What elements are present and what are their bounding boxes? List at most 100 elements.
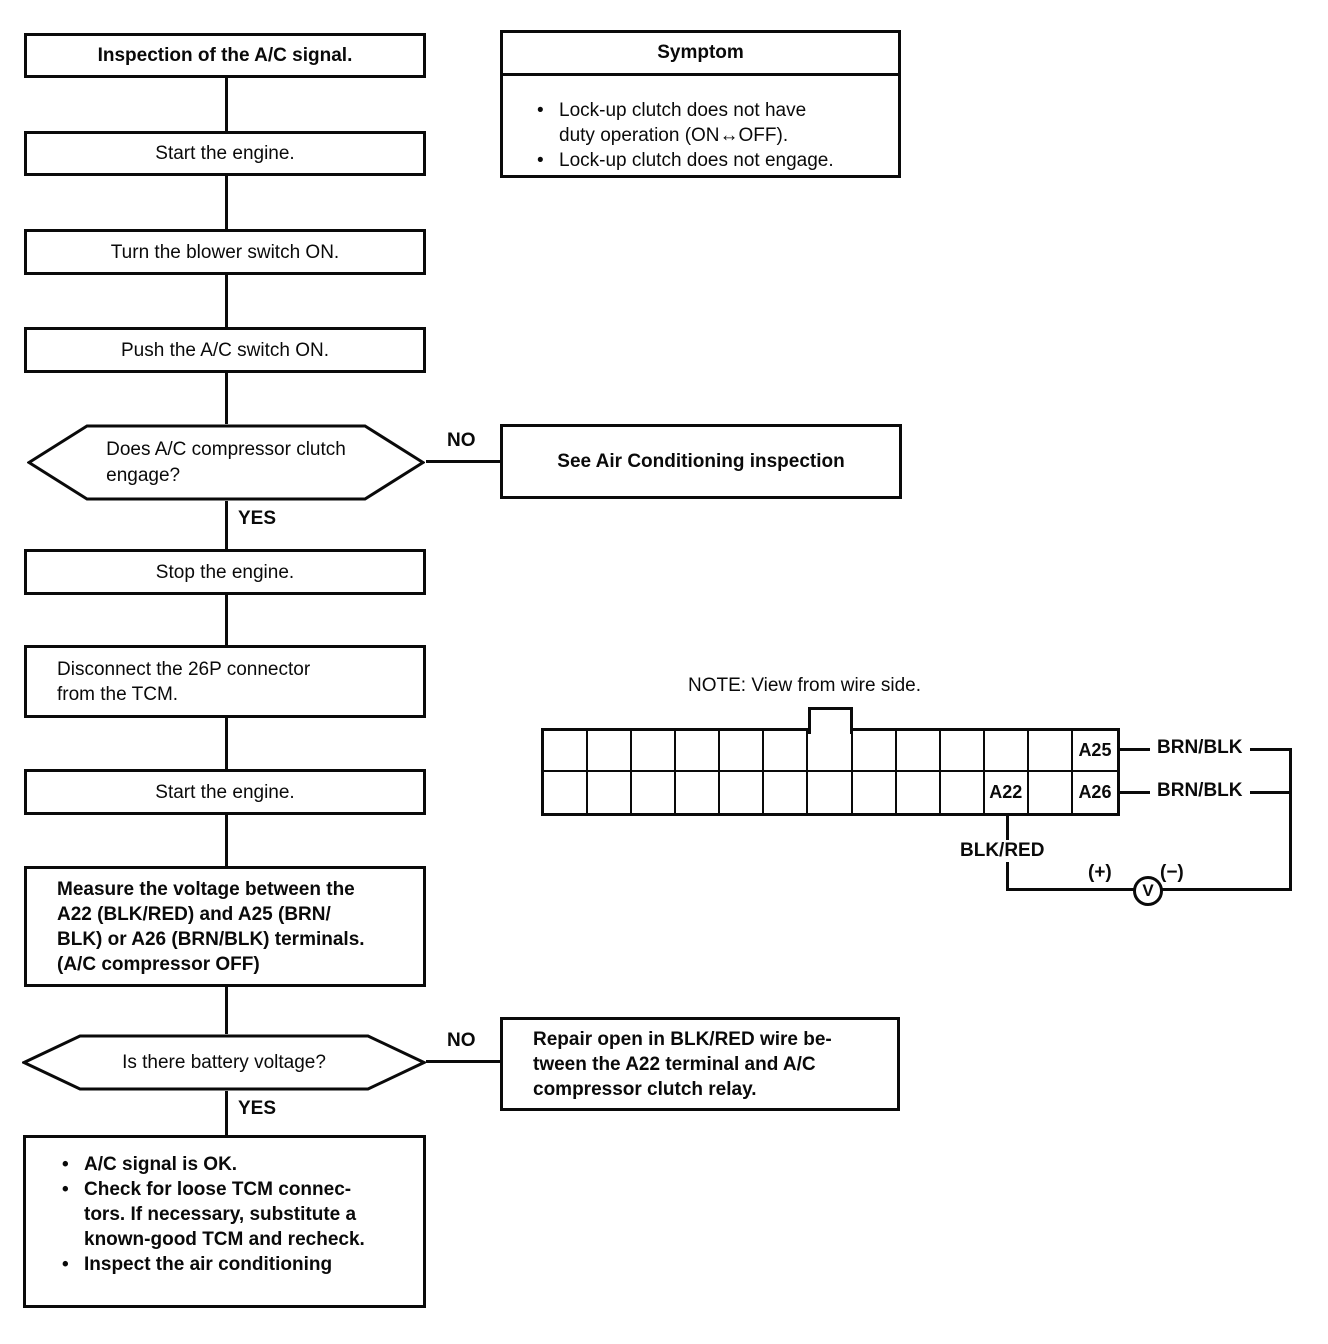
flow-line: [225, 77, 228, 131]
symptom-box: Symptom • Lock-up clutch does not have d…: [500, 30, 901, 178]
wire-label-brn-blk-top: BRN/BLK: [1150, 737, 1250, 759]
pin-cell: [676, 772, 721, 813]
yes-label: YES: [238, 508, 277, 529]
step-text: Turn the blower switch ON.: [110, 241, 340, 263]
pin-cell: [544, 772, 589, 813]
pin-cell: [764, 772, 809, 813]
step-text: Start the engine.: [155, 781, 295, 803]
pin-label-a26: A26: [1078, 782, 1112, 802]
flow-line: [225, 595, 228, 645]
step-start-engine-2: Start the engine.: [24, 769, 426, 815]
bullet-icon: •: [537, 100, 544, 121]
pin-cell: [808, 772, 853, 813]
flow-line: [225, 718, 228, 769]
symptom-header: Symptom: [503, 33, 898, 76]
flow-line: [225, 815, 228, 866]
pin-cell: [720, 731, 765, 772]
flow-line: [225, 501, 228, 549]
pin-cell: [852, 731, 897, 772]
connector-pin-grid: A25 A22 A26: [541, 728, 1120, 816]
pin-cell: [896, 731, 941, 772]
action-see-air-conditioning: See Air Conditioning inspection: [500, 424, 902, 499]
pin-cell: [676, 731, 721, 772]
voltmeter-icon: V: [1133, 876, 1163, 906]
pin-cell-a22: A22: [985, 772, 1029, 813]
step-blower-on: Turn the blower switch ON.: [24, 229, 426, 275]
pin-cell: [720, 772, 765, 813]
no-branch-line: [426, 1060, 500, 1063]
pin-cell: [632, 772, 677, 813]
symptom-body: • Lock-up clutch does not have duty oper…: [503, 76, 898, 173]
step-text: Disconnect the 26P connector from the TC…: [57, 658, 311, 705]
result-text: Inspect the air conditioning: [84, 1254, 333, 1275]
pin-cell: [1029, 772, 1073, 813]
symptom-text: Lock-up clutch does not engage.: [559, 150, 834, 171]
bullet-icon: •: [62, 1154, 69, 1175]
result-box: • A/C signal is OK. • Check for loose TC…: [23, 1135, 426, 1308]
pin-cell: [1028, 731, 1073, 772]
pin-cell: [897, 772, 941, 813]
flow-line: [225, 176, 228, 229]
result-item: • Check for loose TCM connec- tors. If n…: [62, 1177, 365, 1252]
pin-cell: [853, 772, 897, 813]
title-box: Inspection of the A/C signal.: [24, 33, 426, 78]
step-text: Stop the engine.: [155, 561, 295, 583]
step-start-engine-1: Start the engine.: [24, 131, 426, 176]
symptom-header-text: Symptom: [657, 42, 744, 63]
pin-cell: [984, 731, 1029, 772]
result-text: Check for loose TCM connec- tors. If nec…: [84, 1179, 365, 1250]
step-measure-voltage: Measure the voltage between the A22 (BLK…: [24, 866, 426, 987]
pin-label-a25: A25: [1078, 740, 1112, 760]
no-label: NO: [447, 430, 476, 451]
pin-cell: [941, 772, 985, 813]
pin-cell: [544, 731, 589, 772]
pin-cell-a25: A25: [1072, 731, 1117, 772]
action-repair-open: Repair open in BLK/RED wire be- tween th…: [500, 1017, 900, 1111]
wire-label-brn-blk-bottom: BRN/BLK: [1150, 780, 1250, 802]
hexagon-shape: [22, 1034, 426, 1091]
pin-label-a22: A22: [989, 782, 1023, 802]
pin-cell: [588, 772, 633, 813]
voltmeter-symbol: V: [1142, 881, 1154, 900]
pin-cell: [588, 731, 633, 772]
flow-line: [225, 373, 228, 424]
pin-cell: [808, 731, 853, 772]
symptom-item: • Lock-up clutch does not engage.: [537, 148, 884, 173]
no-branch-line: [426, 460, 500, 463]
decision-text: Does A/C compressor clutch engage?: [106, 438, 346, 486]
connector-latch-tab: [808, 707, 853, 734]
meter-plus-label: (+): [1088, 862, 1112, 883]
step-text: Measure the voltage between the A22 (BLK…: [57, 878, 365, 975]
title-text: Inspection of the A/C signal.: [97, 45, 353, 66]
step-disconnect-tcm: Disconnect the 26P connector from the TC…: [24, 645, 426, 718]
flow-line: [225, 1091, 228, 1135]
no-label: NO: [447, 1030, 476, 1051]
pin-cell-a26: A26: [1073, 772, 1117, 813]
result-text: A/C signal is OK.: [84, 1154, 238, 1175]
step-text: Start the engine.: [155, 143, 295, 164]
pin-cell: [632, 731, 677, 772]
result-item: • Inspect the air conditioning: [62, 1252, 365, 1277]
step-ac-switch-on: Push the A/C switch ON.: [24, 327, 426, 373]
step-stop-engine: Stop the engine.: [24, 549, 426, 595]
pin-cell: [764, 731, 809, 772]
flow-line: [225, 987, 228, 1034]
step-text: Push the A/C switch ON.: [120, 339, 330, 361]
wire-meter-negative: [1289, 748, 1292, 891]
bullet-icon: •: [62, 1179, 69, 1200]
pin-cell: [940, 731, 985, 772]
meter-minus-label: (−): [1160, 862, 1184, 883]
result-item: • A/C signal is OK.: [62, 1152, 365, 1177]
flow-line: [225, 275, 228, 327]
yes-label: YES: [238, 1098, 277, 1119]
action-text: Repair open in BLK/RED wire be- tween th…: [533, 1028, 832, 1100]
symptom-text: Lock-up clutch does not have duty operat…: [559, 100, 807, 146]
symptom-item: • Lock-up clutch does not have duty oper…: [537, 98, 884, 148]
decision-text: Is there battery voltage?: [122, 1051, 326, 1073]
hexagon-shape: [27, 424, 425, 501]
decision-clutch-engage: Does A/C compressor clutch engage?: [27, 424, 425, 501]
bullet-icon: •: [62, 1254, 69, 1275]
action-text: See Air Conditioning inspection: [557, 451, 845, 472]
connector-note: NOTE: View from wire side.: [688, 675, 921, 696]
